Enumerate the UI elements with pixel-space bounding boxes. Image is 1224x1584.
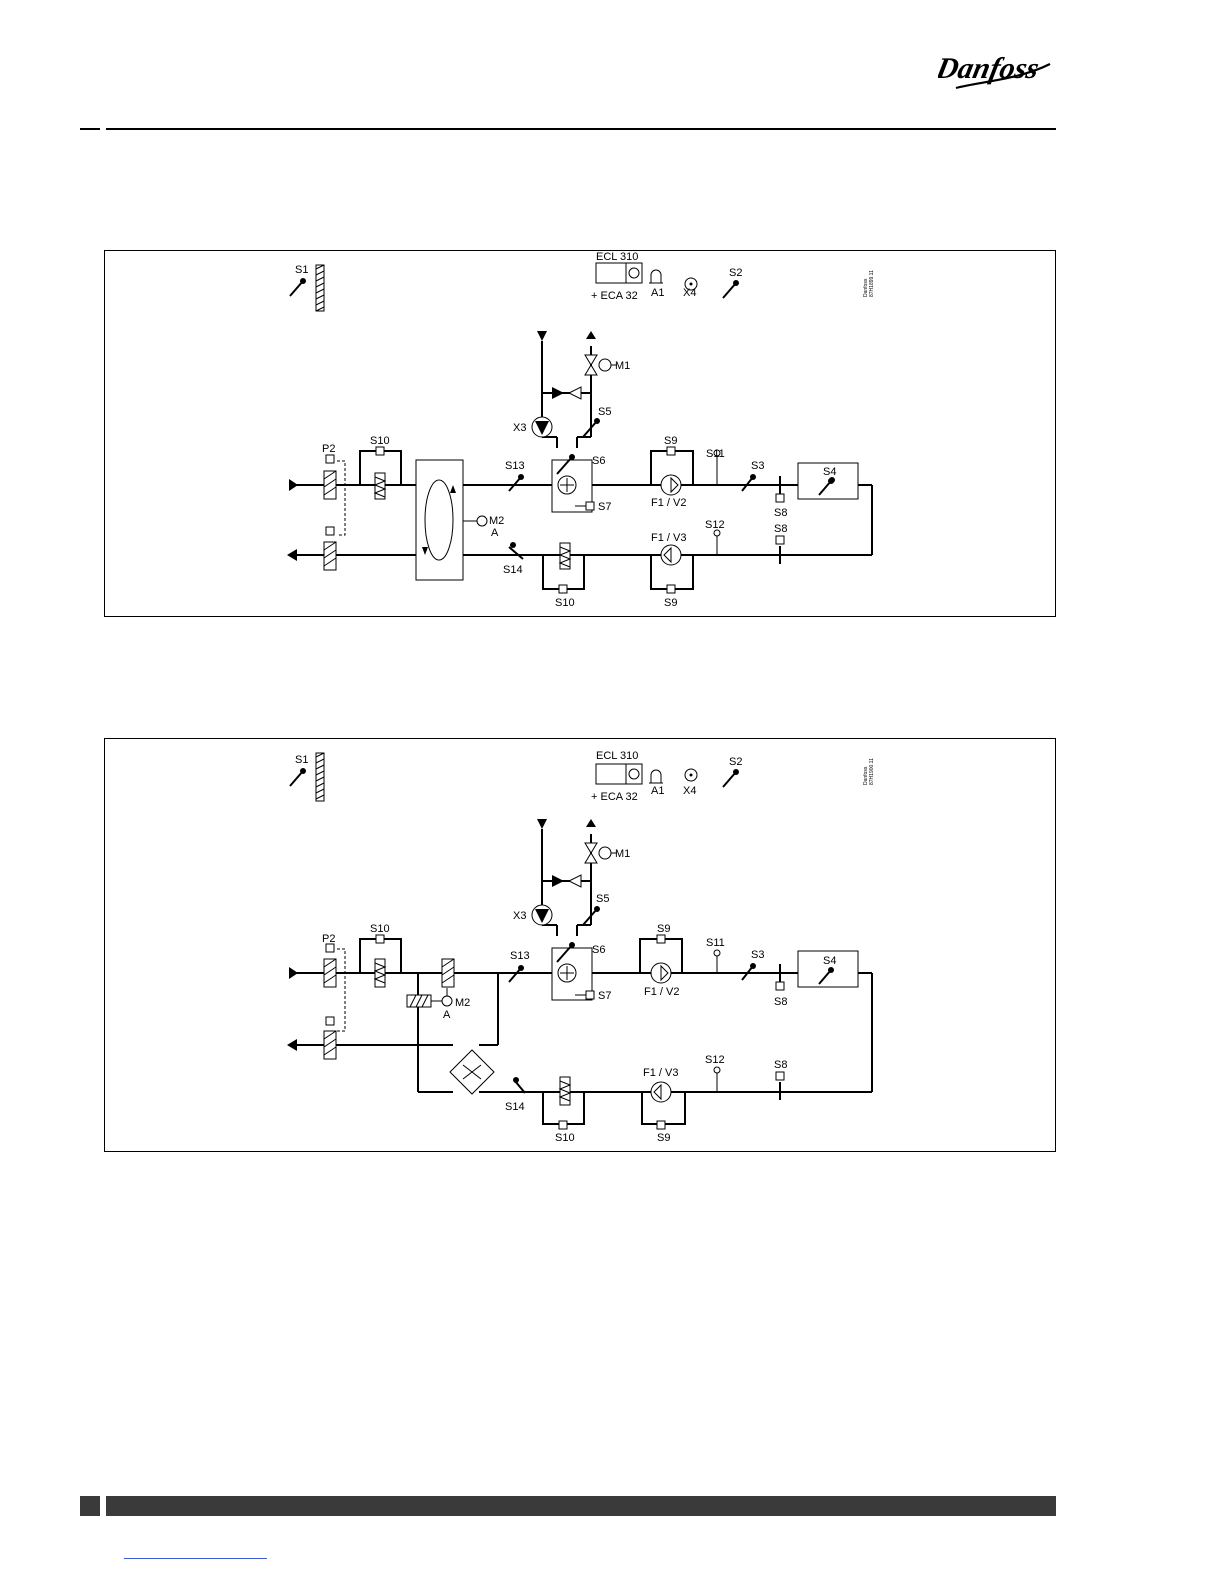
label-s14: S14 bbox=[505, 1101, 525, 1113]
diagram-1-svg: S1 ECL 310 + ECA 32 A1 X4 S2 M1 S5 X3 P2… bbox=[105, 251, 1057, 618]
diagram-2-panel: S1 ECL 310 + ECA 32 A1 X4 S2 M1 S5 X3 P2… bbox=[104, 738, 1056, 1152]
label-s3: S3 bbox=[751, 460, 764, 472]
header-rule-short bbox=[80, 128, 100, 130]
label-s7: S7 bbox=[598, 990, 611, 1002]
label-s8-top: S8 bbox=[774, 507, 787, 519]
label-p2: P2 bbox=[322, 933, 335, 945]
diagram-1-panel: S1 ECL 310 + ECA 32 A1 X4 S2 M1 S5 X3 P2… bbox=[104, 250, 1056, 617]
label-s10-bot: S10 bbox=[555, 1132, 575, 1144]
label-m2: M2 bbox=[489, 515, 504, 527]
label-eca: + ECA 32 bbox=[591, 290, 638, 302]
label-a1: A1 bbox=[651, 287, 664, 299]
label-s11: S11 bbox=[706, 937, 725, 949]
label-s13: S13 bbox=[510, 950, 530, 962]
label-s6: S6 bbox=[592, 944, 605, 956]
logo-text: Danfoss bbox=[938, 51, 1042, 85]
label-s9-bot: S9 bbox=[657, 1132, 670, 1144]
label-x4: X4 bbox=[683, 785, 696, 797]
label-eca: + ECA 32 bbox=[591, 791, 638, 803]
label-s9-top: S9 bbox=[664, 435, 677, 447]
drawing-code: Danfoss87H1899.11 bbox=[863, 270, 875, 297]
label-s9-bot: S9 bbox=[664, 597, 677, 609]
label-s9-top: S9 bbox=[657, 923, 670, 935]
label-s11: S11 bbox=[706, 448, 725, 460]
label-s8-bot: S8 bbox=[774, 523, 787, 535]
label-x4: X4 bbox=[683, 287, 696, 299]
header-rule bbox=[106, 128, 1056, 130]
diagram-2-svg: S1 ECL 310 + ECA 32 A1 X4 S2 M1 S5 X3 P2… bbox=[105, 739, 1057, 1153]
label-m1: M1 bbox=[615, 848, 630, 860]
label-s12: S12 bbox=[705, 1054, 725, 1066]
label-ecl: ECL 310 bbox=[596, 251, 638, 263]
label-s10-top: S10 bbox=[370, 923, 390, 935]
drawing-code: Danfoss87H1900.11 bbox=[863, 758, 875, 785]
label-a1: A1 bbox=[651, 785, 664, 797]
label-f1v2: F1 / V2 bbox=[644, 986, 679, 998]
label-p2: P2 bbox=[322, 443, 335, 455]
label-s13: S13 bbox=[505, 460, 525, 472]
label-s4: S4 bbox=[823, 955, 836, 967]
label-s3: S3 bbox=[751, 949, 764, 961]
label-ecl: ECL 310 bbox=[596, 750, 638, 762]
label-s14: S14 bbox=[503, 564, 523, 576]
label-s10-top: S10 bbox=[370, 435, 390, 447]
label-f1v2: F1 / V2 bbox=[651, 497, 686, 509]
footer-link-underline[interactable] bbox=[124, 1558, 267, 1559]
label-m1: M1 bbox=[615, 360, 630, 372]
label-s8-bot: S8 bbox=[774, 1059, 787, 1071]
footer-bar bbox=[106, 1496, 1056, 1516]
label-x3: X3 bbox=[513, 910, 526, 922]
label-s4: S4 bbox=[823, 466, 836, 478]
label-s5: S5 bbox=[596, 893, 609, 905]
label-s8-top: S8 bbox=[774, 996, 787, 1008]
danfoss-logo: Danfoss bbox=[938, 44, 1063, 94]
label-s1: S1 bbox=[295, 264, 308, 276]
label-a: A bbox=[491, 527, 499, 539]
label-f1v3: F1 / V3 bbox=[651, 532, 686, 544]
label-s2: S2 bbox=[729, 267, 742, 279]
footer-block bbox=[80, 1496, 100, 1516]
label-a: A bbox=[443, 1009, 451, 1021]
label-m2: M2 bbox=[455, 997, 470, 1009]
label-s10-bot: S10 bbox=[555, 597, 575, 609]
label-s1: S1 bbox=[295, 754, 308, 766]
label-s5: S5 bbox=[598, 406, 611, 418]
label-s2: S2 bbox=[729, 756, 742, 768]
label-s7: S7 bbox=[598, 501, 611, 513]
label-f1v3: F1 / V3 bbox=[643, 1067, 678, 1079]
label-s6: S6 bbox=[592, 455, 605, 467]
label-x3: X3 bbox=[513, 422, 526, 434]
label-s12: S12 bbox=[705, 519, 725, 531]
